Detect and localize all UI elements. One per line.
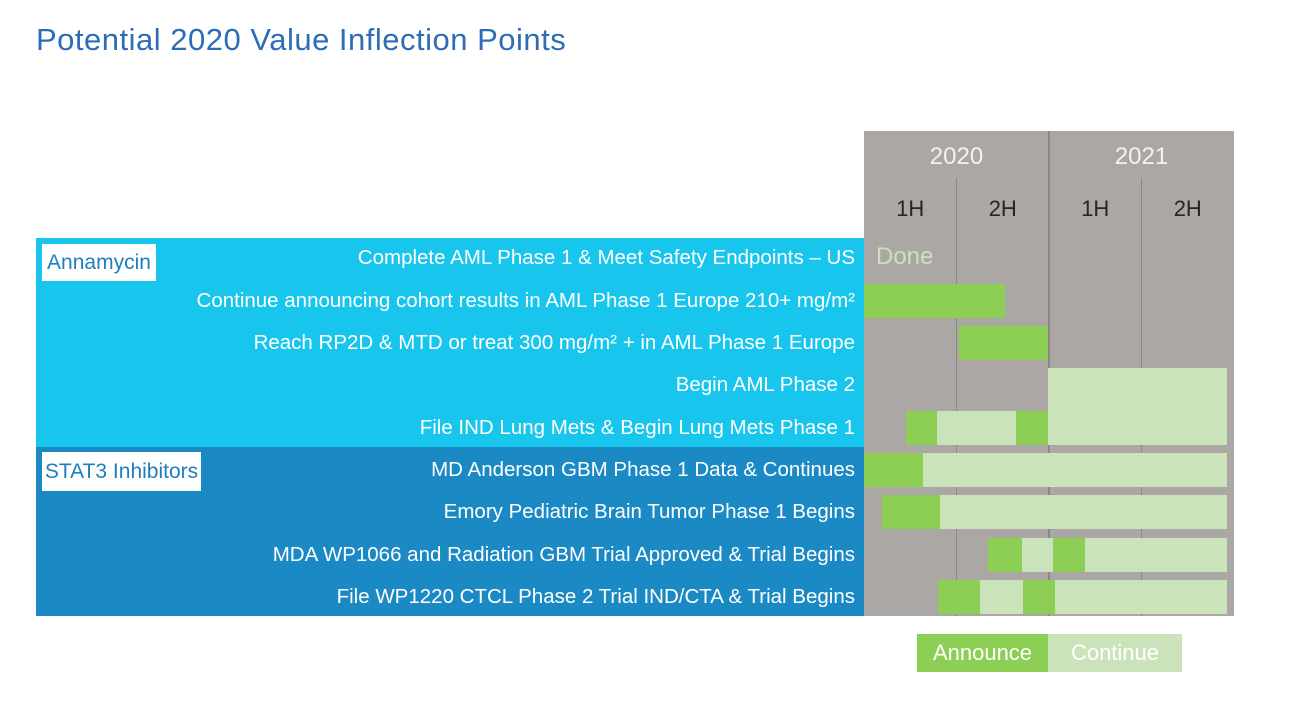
- milestone-label: MD Anderson GBM Phase 1 Data & Continues: [431, 458, 855, 482]
- gantt-bar-segment-announce: [881, 495, 940, 530]
- year-header: 2020 2021: [864, 143, 1234, 173]
- gantt-bar-segment-announce: [1015, 410, 1049, 445]
- gantt-bar-segment-continue: [1085, 537, 1227, 572]
- half-label-2020-1h: 1H: [896, 196, 925, 221]
- milestone-label: MDA WP1066 and Radiation GBM Trial Appro…: [272, 542, 855, 566]
- gantt-bar-segment-announce: [938, 580, 980, 615]
- group-label-annamycin-text: Annamycin: [47, 250, 151, 274]
- gantt-bar-segment-continue: [1022, 537, 1053, 572]
- status-done-label: Done: [876, 243, 934, 271]
- group-label-annamycin: Annamycin: [42, 244, 156, 281]
- gantt-bar-segment-announce: [959, 326, 1049, 360]
- year-label-2020: 2020: [929, 143, 984, 170]
- half-header: 1H 2H 1H 2H: [864, 196, 1234, 222]
- gantt-bar-segment-continue: [923, 453, 1227, 488]
- milestone-label: File IND Lung Mets & Begin Lung Mets Pha…: [419, 415, 855, 439]
- half-label-2020-2h: 2H: [988, 196, 1017, 221]
- milestone-label: Emory Pediatric Brain Tumor Phase 1 Begi…: [443, 500, 855, 524]
- year-label-2021: 2021: [1114, 143, 1169, 170]
- gantt-bar-segment-continue: [1048, 368, 1227, 411]
- timeline-panel: 2020 2021 1H 2H 1H 2H Done: [864, 131, 1234, 616]
- milestone-label: Reach RP2D & MTD or treat 300 mg/m² + in…: [253, 331, 855, 354]
- gantt-bar-segment-announce: [1052, 537, 1086, 572]
- gantt-bar-segment-continue: [937, 410, 1016, 445]
- milestone-label: Begin AML Phase 2: [675, 373, 855, 397]
- half-label-2021-2h: 2H: [1173, 196, 1202, 221]
- annamycin-band: [36, 238, 864, 447]
- milestone-label: File WP1220 CTCL Phase 2 Trial IND/CTA &…: [336, 585, 855, 609]
- legend-announce: Announce: [917, 634, 1048, 672]
- half-label-2021-1h: 1H: [1081, 196, 1110, 221]
- gantt-bar-segment-continue: [1054, 580, 1227, 615]
- group-label-stat3-text: STAT3 Inhibitors: [44, 459, 199, 483]
- gantt-bar-segment-continue: [1048, 410, 1227, 445]
- gantt-bar-segment-announce: [864, 283, 1005, 318]
- milestone-label: Complete AML Phase 1 & Meet Safety Endpo…: [357, 246, 855, 270]
- gantt-bar-segment-announce: [864, 453, 924, 488]
- gantt-bar-segment-announce: [905, 410, 938, 445]
- gantt-bar-segment-announce: [987, 537, 1023, 572]
- legend-continue: Continue: [1048, 634, 1182, 672]
- half-divider-2020: [955, 178, 957, 616]
- legend: Announce Continue: [917, 634, 1182, 672]
- gantt-bars-layer: Done: [864, 131, 1234, 616]
- milestone-label: Continue announcing cohort results in AM…: [196, 288, 855, 312]
- group-label-stat3: STAT3 Inhibitors: [42, 452, 201, 491]
- page-title: Potential 2020 Value Inflection Points: [36, 22, 567, 57]
- gantt-bar-segment-continue: [979, 580, 1024, 615]
- gantt-bar-segment-continue: [939, 495, 1227, 530]
- gantt-bar-segment-announce: [1023, 580, 1055, 615]
